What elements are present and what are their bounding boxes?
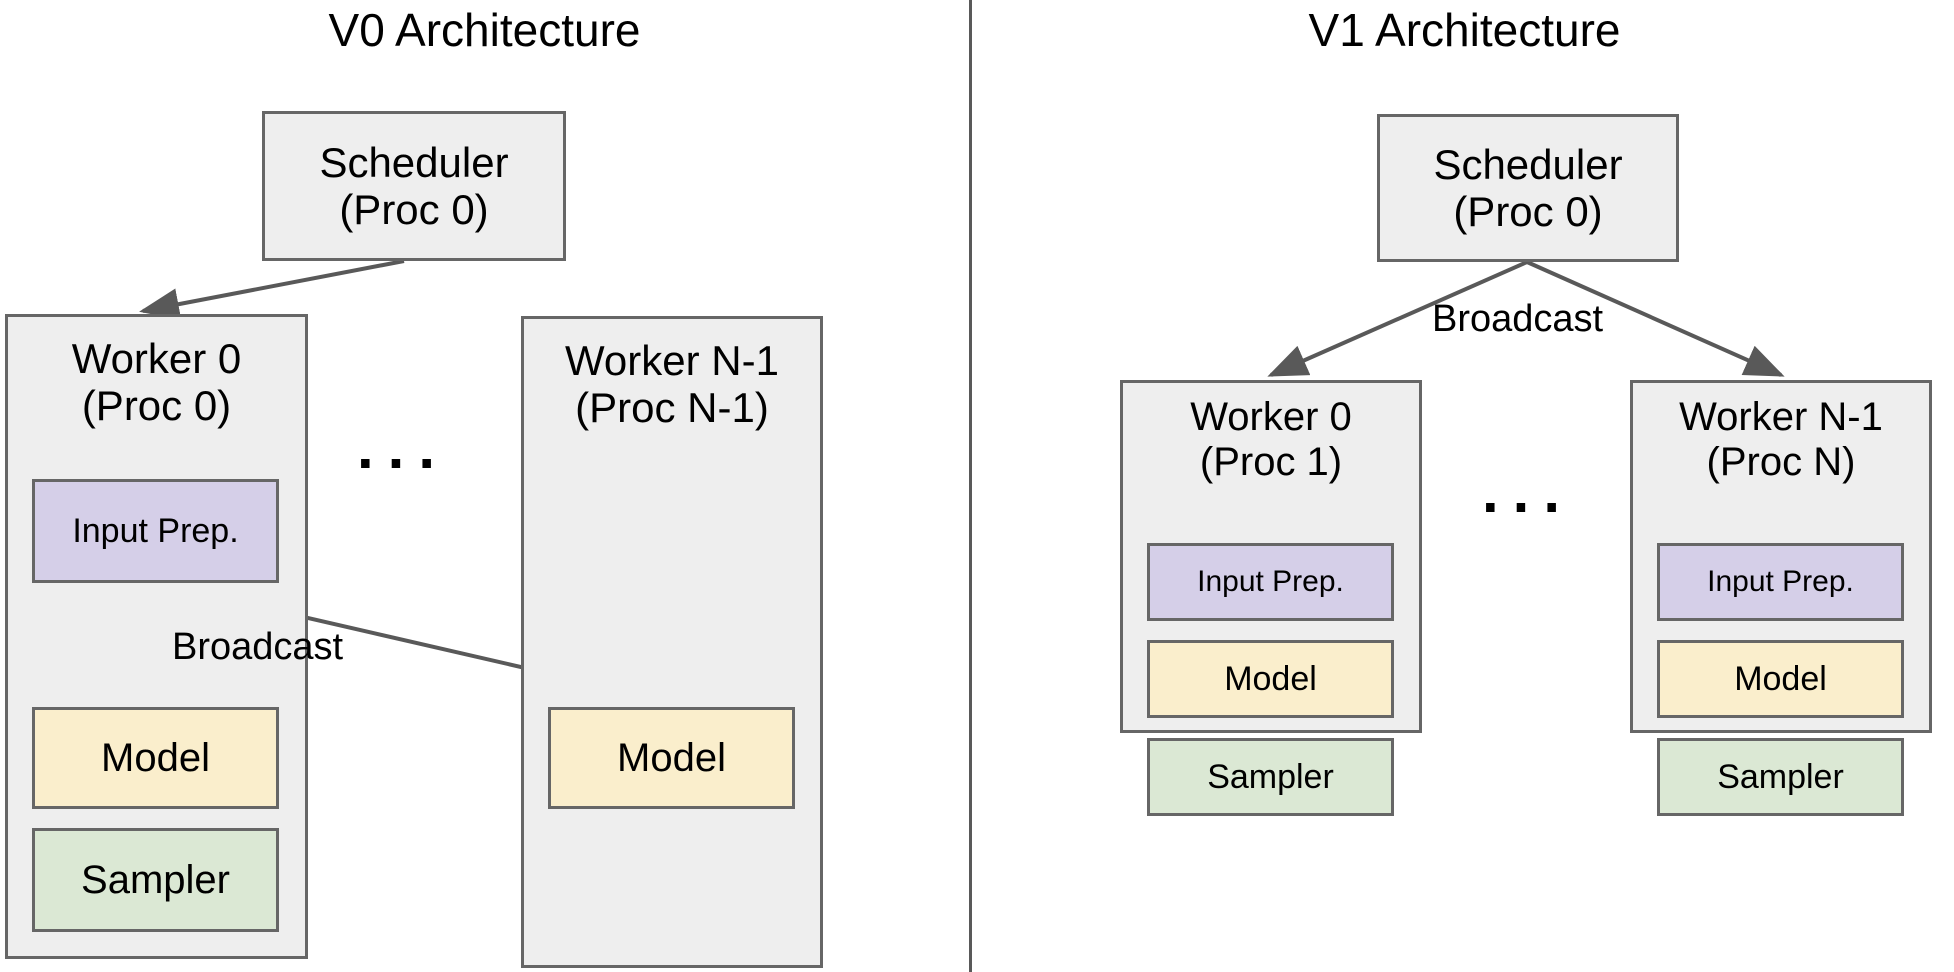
v0-worker-n-1-model[interactable]: Model (548, 707, 795, 809)
v0-worker-0-input-prep[interactable]: Input Prep. (32, 479, 279, 583)
v1-scheduler-line1: Scheduler (1433, 140, 1623, 188)
v1-broadcast-label: Broadcast (1432, 298, 1604, 340)
v0-scheduler-label: Scheduler (Proc 0) (319, 139, 508, 233)
v0-worker-0-line2: (Proc 0) (81, 382, 232, 430)
v1-worker-0-sampler[interactable]: Sampler (1147, 738, 1394, 816)
v1-scheduler-label: Scheduler (Proc 0) (1433, 141, 1622, 235)
v0-worker-n-1-line1: Worker N-1 (565, 337, 779, 384)
v0-scheduler-line2: (Proc 0) (339, 186, 489, 233)
v1-worker-n-1-line2: (Proc N) (1706, 439, 1856, 484)
panel-divider (969, 0, 972, 972)
v1-worker-n-1-label: Worker N-1 (Proc N) (1633, 395, 1929, 485)
v1-worker-n-1-input-prep[interactable]: Input Prep. (1657, 543, 1904, 621)
v1-worker-n-1-line1: Worker N-1 (1679, 395, 1883, 439)
v1-worker-0-line1: Worker 0 (1190, 395, 1352, 439)
v0-worker-n-1-label: Worker N-1 (Proc N-1) (524, 337, 820, 431)
v1-worker-0-input-prep[interactable]: Input Prep. (1147, 543, 1394, 621)
v0-worker-0-model[interactable]: Model (32, 707, 279, 809)
v1-scheduler-line2: (Proc 0) (1453, 188, 1603, 235)
panel-title-v1: V1 Architecture (1308, 4, 1621, 56)
v0-broadcast-label: Broadcast (172, 626, 344, 668)
v0-scheduler-box[interactable]: Scheduler (Proc 0) (262, 111, 566, 261)
v0-worker-n-1-box[interactable]: Worker N-1 (Proc N-1) (521, 316, 823, 968)
v0-worker-0-line1: Worker 0 (71, 335, 242, 382)
panel-title-v0: V0 Architecture (328, 4, 641, 56)
arrow-v0-scheduler-to-worker0 (139, 259, 405, 320)
v1-worker-n-1-sampler[interactable]: Sampler (1657, 738, 1904, 816)
v1-scheduler-box[interactable]: Scheduler (Proc 0) (1377, 114, 1679, 262)
v1-worker-ellipsis: ... (1482, 458, 1575, 525)
v1-worker-0-line2: (Proc 1) (1199, 439, 1343, 484)
v1-worker-0-label: Worker 0 (Proc 1) (1123, 395, 1419, 485)
v0-worker-n-1-line2: (Proc N-1) (575, 384, 769, 432)
v0-worker-0-label: Worker 0 (Proc 0) (8, 335, 305, 429)
v1-worker-0-model[interactable]: Model (1147, 640, 1394, 718)
v0-worker-0-sampler[interactable]: Sampler (32, 828, 279, 932)
v0-scheduler-line1: Scheduler (319, 138, 509, 186)
v0-worker-ellipsis: ... (357, 414, 450, 481)
v1-worker-n-1-model[interactable]: Model (1657, 640, 1904, 718)
